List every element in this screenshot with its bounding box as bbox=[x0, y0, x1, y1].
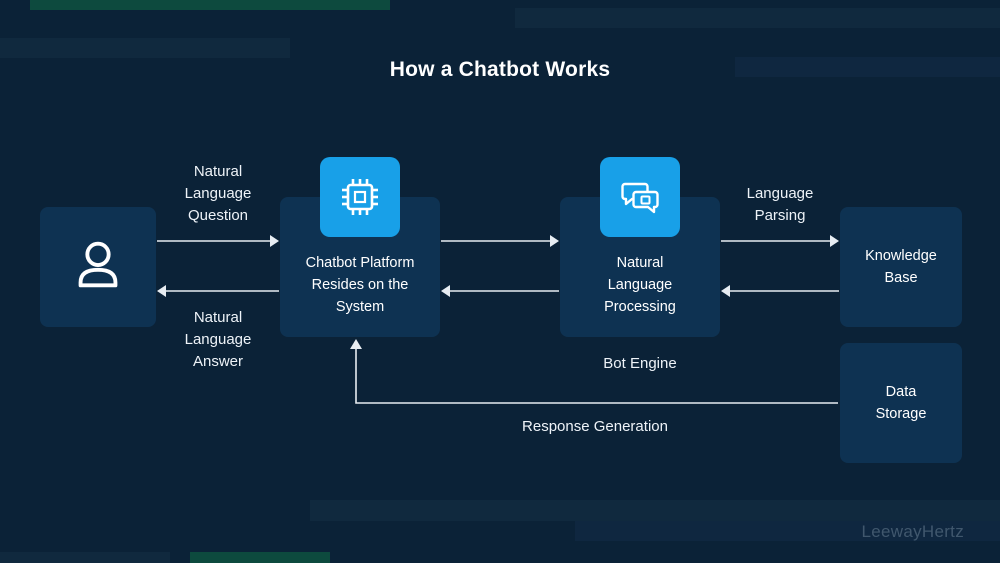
arrow-nlp-to-chatbot bbox=[441, 285, 559, 297]
user-node bbox=[40, 207, 156, 327]
decor-bar bbox=[0, 38, 290, 58]
user-icon bbox=[67, 234, 129, 301]
label-natural-language-answer: Natural Language Answer bbox=[184, 309, 252, 370]
arrow-answer bbox=[157, 285, 279, 297]
nlp-node-label: Natural Language Processing bbox=[604, 255, 676, 315]
nlp-node: Natural Language Processing bbox=[560, 197, 720, 337]
decor-bar bbox=[0, 552, 170, 563]
decor-bar bbox=[735, 57, 1000, 77]
knowledge-base-node: Knowledge Base bbox=[840, 207, 962, 327]
decor-bar-top-teal bbox=[30, 0, 390, 10]
knowledge-base-label: Knowledge Base bbox=[865, 248, 937, 286]
decor-bar bbox=[515, 8, 1000, 28]
chat-bubbles-icon bbox=[600, 157, 680, 237]
data-storage-label: Data Storage bbox=[875, 384, 927, 422]
diagram-title: How a Chatbot Works bbox=[389, 58, 611, 81]
arrow-language-parsing bbox=[721, 235, 839, 247]
arrow-kb-to-nlp bbox=[721, 285, 839, 297]
decor-bar-bottom-teal bbox=[190, 552, 330, 563]
decor-bar bbox=[575, 521, 1000, 541]
decor-bar bbox=[310, 500, 1000, 521]
data-storage-node: Data Storage bbox=[840, 343, 962, 463]
label-natural-language-question: Natural Language Question bbox=[184, 163, 252, 224]
arrow-chatbot-to-nlp bbox=[441, 235, 559, 247]
brand-watermark: LeewayHertz bbox=[861, 522, 964, 541]
arrow-question bbox=[157, 235, 279, 247]
cpu-chip-icon bbox=[320, 157, 400, 237]
label-language-parsing: Language Parsing bbox=[746, 185, 814, 224]
chatbot-node-label: Chatbot Platform Resides on the System bbox=[305, 255, 415, 315]
label-response-generation: Response Generation bbox=[522, 418, 668, 435]
chatbot-platform-node: Chatbot Platform Resides on the System bbox=[280, 197, 440, 337]
label-bot-engine: Bot Engine bbox=[603, 355, 677, 372]
